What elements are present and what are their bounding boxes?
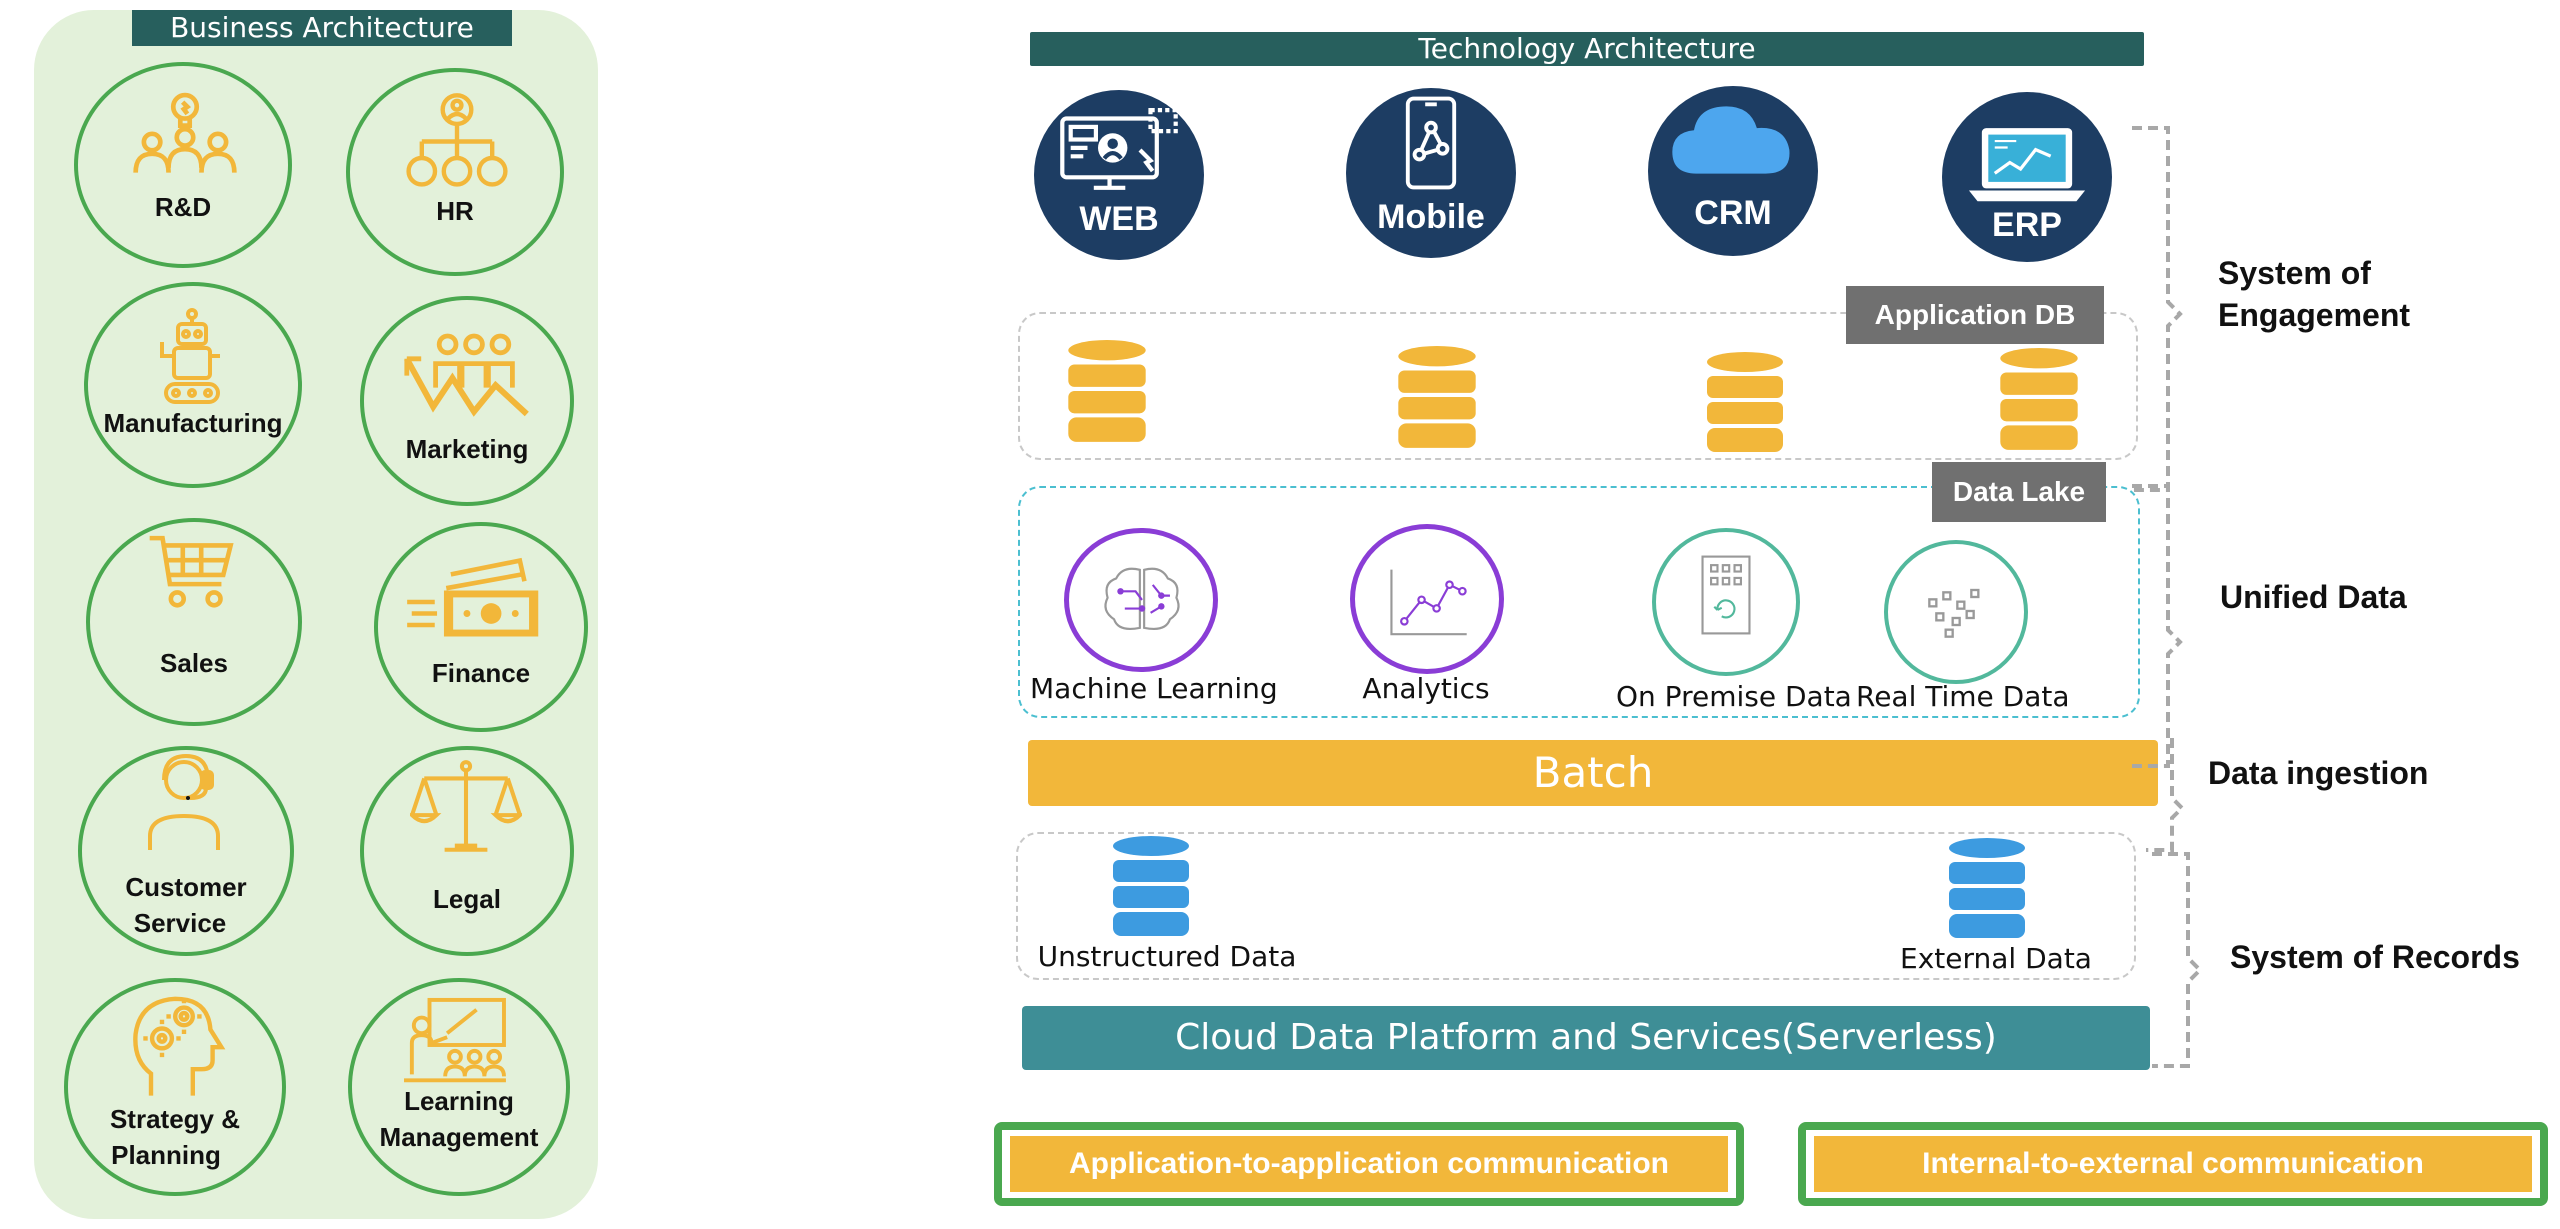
robot-icon	[160, 308, 220, 404]
comm-internal-to-external: Internal-to-external communication	[1798, 1122, 2548, 1206]
shopping-cart-icon	[149, 535, 234, 608]
records-item-label: Unstructured Data	[1037, 940, 1297, 973]
data-lake-tag: Data Lake	[1932, 462, 2106, 522]
business-item-strategy-planning: Strategy & Planning	[64, 978, 286, 1196]
business-item-learning-management: Learning Management	[348, 978, 570, 1196]
business-item-label: Learning	[404, 1086, 514, 1116]
records-item-label: External Data	[1900, 942, 2092, 975]
line-chart-icon	[1390, 569, 1467, 636]
database-icon	[1949, 838, 2025, 938]
business-item-label-2: Planning	[111, 1140, 221, 1170]
marketing-team-icon	[404, 333, 529, 417]
cloud-icon	[1672, 106, 1790, 174]
building-icon	[1701, 555, 1751, 635]
layer-engagement-label-1: System of	[2218, 255, 2371, 291]
batch-bar: Batch	[1028, 740, 2158, 806]
records-container	[1016, 832, 2136, 980]
business-item-finance: Finance	[374, 522, 588, 732]
comm-label: Internal-to-external communication	[1814, 1136, 2532, 1192]
business-item-label: Manufacturing	[103, 408, 283, 438]
brain-circuit-icon	[1104, 567, 1180, 631]
money-icon	[407, 557, 539, 637]
comm-label: Application-to-application communication	[1010, 1136, 1728, 1192]
lake-item-analytics	[1350, 524, 1504, 674]
business-architecture-title: Business Architecture	[132, 10, 512, 46]
channel-erp: ERP	[1942, 92, 2112, 262]
layer-braces	[2132, 126, 2203, 1068]
lake-item-label: Analytics	[1362, 672, 1490, 705]
database-icon	[1707, 352, 1783, 452]
business-item-customer-service: Customer Service	[78, 746, 294, 956]
cloud-platform-bar: Cloud Data Platform and Services(Serverl…	[1022, 1006, 2150, 1070]
org-chart-icon	[406, 93, 508, 187]
business-item-rnd: R&D	[74, 62, 292, 268]
database-icon	[2000, 348, 2078, 450]
channel-web: WEB	[1034, 90, 1204, 260]
layer-engagement-label-2: Engagement	[2218, 297, 2411, 333]
channel-label: CRM	[1694, 194, 1772, 232]
web-monitor-icon	[1060, 108, 1178, 190]
channel-label: ERP	[1992, 206, 2062, 244]
database-icon	[1113, 836, 1189, 936]
business-item-label: HR	[436, 196, 474, 226]
teacher-board-icon	[404, 997, 506, 1083]
layer-records-label: System of Records	[2230, 939, 2520, 975]
business-item-hr: HR	[346, 68, 564, 276]
scatter-points-icon	[1928, 588, 1980, 638]
business-item-marketing: Marketing	[360, 296, 574, 506]
business-item-manufacturing: Manufacturing	[84, 282, 302, 488]
business-item-label: Legal	[433, 884, 501, 914]
lake-item-real-time-data	[1884, 540, 2028, 684]
business-item-label: Strategy &	[109, 1104, 241, 1134]
laptop-chart-icon	[1968, 128, 2086, 202]
channel-label: Mobile	[1377, 198, 1485, 236]
business-item-legal: Legal	[360, 746, 574, 956]
database-icon	[1398, 346, 1476, 448]
data-lake-container	[1018, 486, 2140, 718]
business-item-label-2: Management	[379, 1122, 539, 1152]
layer-ingestion-label: Data ingestion	[2208, 755, 2429, 791]
lake-item-machine-learning	[1064, 528, 1218, 672]
application-db-container	[1018, 312, 2138, 460]
channel-mobile: Mobile	[1346, 88, 1516, 258]
layer-unified-label: Unified Data	[2220, 579, 2407, 615]
head-gears-icon	[133, 996, 226, 1096]
mobile-phone-icon	[1405, 96, 1457, 190]
scales-icon	[410, 760, 522, 852]
business-item-label: Sales	[160, 648, 228, 678]
technology-architecture-title: Technology Architecture	[1030, 32, 2144, 66]
channel-crm: CRM	[1648, 86, 1818, 256]
business-item-sales: Sales	[86, 518, 302, 726]
application-db-tag: Application DB	[1846, 286, 2104, 344]
lake-item-on-premise-data	[1652, 528, 1800, 676]
lake-item-label: Real Time Data	[1856, 680, 2070, 713]
headset-agent-icon	[148, 753, 220, 850]
business-item-label: R&D	[154, 192, 212, 222]
database-icon	[1068, 340, 1146, 442]
business-item-label: Marketing	[405, 434, 529, 464]
lake-item-label: Machine Learning	[1030, 672, 1278, 705]
business-item-label: Finance	[431, 658, 531, 688]
business-item-label-2: Service	[133, 908, 227, 938]
comm-app-to-app: Application-to-application communication	[994, 1122, 1744, 1206]
channel-label: WEB	[1079, 200, 1159, 238]
business-item-label: Customer	[125, 872, 247, 902]
research-idea-icon	[133, 92, 237, 173]
lake-item-label: On Premise Data	[1616, 680, 1852, 713]
